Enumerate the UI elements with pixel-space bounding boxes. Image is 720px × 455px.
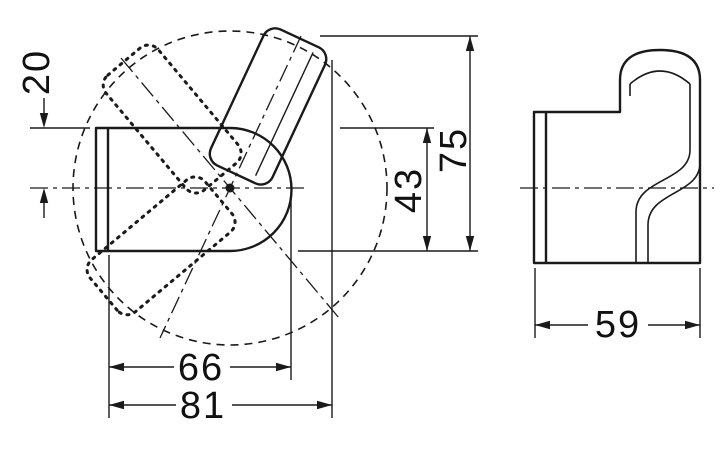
arrow-down-icon <box>465 236 475 251</box>
dimension-66: 66 <box>109 347 291 389</box>
dimension-75: 75 <box>433 36 475 251</box>
extension-lines <box>30 35 701 418</box>
side-profile-outline <box>532 48 702 265</box>
dim-label-81: 81 <box>180 385 226 427</box>
dimension-20: 20 <box>16 49 58 218</box>
arrow-up-icon <box>39 188 49 203</box>
arrow-left-icon <box>535 320 550 330</box>
dimension-43: 43 <box>388 128 432 251</box>
side-view <box>520 48 714 265</box>
arrow-left-icon <box>109 400 124 410</box>
arrow-right-icon <box>685 320 700 330</box>
dim-label-75: 75 <box>433 127 475 173</box>
arrow-up-icon <box>422 128 432 143</box>
pivot-center-point <box>225 183 235 193</box>
dim-label-59: 59 <box>595 304 641 346</box>
holder-position-dotted-lower <box>85 175 237 317</box>
holder-clip-solid <box>208 27 328 186</box>
dim-label-20: 20 <box>16 49 58 95</box>
holder-position-dotted-upper <box>101 43 243 195</box>
side-tube-rim <box>629 70 691 85</box>
dim-label-43: 43 <box>388 167 430 213</box>
arrow-right-icon <box>276 362 291 372</box>
dimension-81: 81 <box>109 385 332 427</box>
arrow-down-icon <box>422 236 432 251</box>
arrow-right-icon <box>317 400 332 410</box>
arrow-down-icon <box>39 113 49 128</box>
arrow-up-icon <box>465 36 475 51</box>
side-clip-curve-outer <box>647 162 701 263</box>
front-view <box>30 27 388 346</box>
dim-label-66: 66 <box>178 347 224 389</box>
side-clip-curve-inner <box>635 149 691 263</box>
dimension-59: 59 <box>535 304 700 346</box>
escutcheon-body <box>94 126 293 253</box>
arrow-left-icon <box>109 362 124 372</box>
